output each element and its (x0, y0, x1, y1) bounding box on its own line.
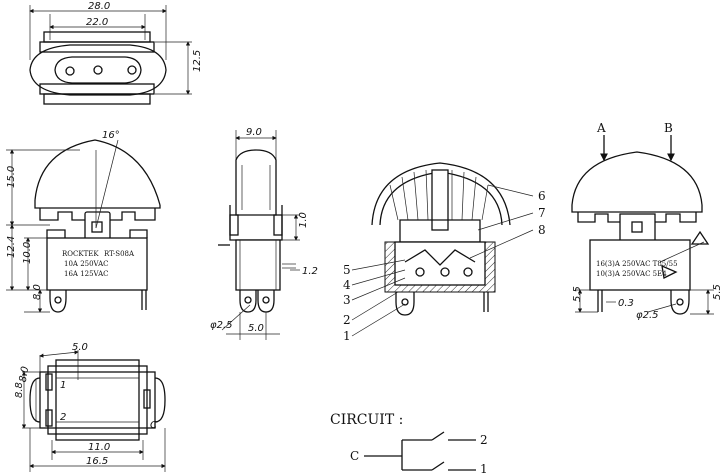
front-label-model: RT-S08A (104, 250, 135, 258)
callout-3: 3 (343, 293, 351, 307)
dim-5-5-right: 5.5 (712, 284, 720, 300)
circuit-diagram: CIRCUIT : C 2 1 (330, 412, 488, 473)
term-2: 2 (60, 412, 66, 423)
dim-5-bottom: 5.0 (72, 342, 88, 353)
circuit-label-2: 2 (480, 433, 488, 447)
callout-7: 7 (538, 206, 546, 220)
dim-8-8: 8.8 (14, 382, 25, 398)
dim-28: 28.0 (88, 1, 110, 12)
dim-12-5: 12.5 (192, 50, 203, 72)
top-view: 28.0 22.0 12.5 (29, 1, 203, 105)
term-1: 1 (60, 380, 66, 391)
dim-16-5: 16.5 (86, 456, 108, 467)
dim-angle: 16° (102, 130, 120, 141)
callout-1: 1 (343, 329, 351, 343)
dim-5-5-left: 5.5 (572, 286, 583, 302)
front-label-brand: ROCKTEK (62, 250, 99, 258)
dim-1-2: 1.2 (302, 266, 318, 277)
dim-0-3: 0.3 (618, 298, 634, 309)
dim-22: 22.0 (86, 17, 108, 28)
dim-5: 5.0 (248, 323, 264, 334)
front-label-rating-2: 16A 125VAC (64, 270, 109, 278)
dim-8-bottom: 8.0 (18, 366, 32, 384)
right-label-2: 10(3)A 250VAC 5E4 (596, 270, 667, 278)
dim-8: 8.0 (32, 284, 43, 300)
callout-2: 2 (343, 313, 351, 327)
front-label-rating-1: 10A 250VAC (64, 260, 109, 268)
arrow-b: B (664, 121, 673, 135)
dim-12-4: 12.4 (6, 236, 17, 258)
dim-dia-right: φ2.5 (636, 310, 659, 321)
dim-10: 10.0 (22, 242, 33, 264)
dim-15: 15.0 (6, 166, 17, 188)
arrow-a: A (596, 121, 606, 135)
right-view: A B 16(3)A 250VAC T85/55 10(3)A 250VAC 5… (571, 121, 720, 321)
front-view: ROCKTEK RT-S08A 10A 250VAC 16A 125VAC 16… (6, 130, 161, 313)
dim-9: 9.0 (246, 127, 262, 138)
section-view: 5 4 3 2 1 6 7 8 (343, 162, 546, 343)
circuit-title: CIRCUIT : (330, 412, 403, 428)
callout-8: 8 (538, 223, 546, 237)
dim-11: 11.0 (88, 442, 110, 453)
bottom-view: 5.0 1 2 C 8.8 8.0 11.0 16.5 (14, 342, 166, 472)
callout-4: 4 (343, 278, 351, 292)
dim-1-0: 1.0 (298, 212, 309, 228)
dim-dia: φ2.5 (210, 320, 233, 331)
circuit-label-c: C (350, 449, 359, 463)
right-label-1: 16(3)A 250VAC T85/55 (596, 260, 678, 268)
term-c: C (150, 420, 157, 431)
side-view: 9.0 1.0 1.2 φ2.5 5.0 (210, 127, 318, 340)
callout-5: 5 (343, 263, 351, 277)
callout-6: 6 (538, 189, 546, 203)
circuit-label-1: 1 (480, 462, 488, 473)
